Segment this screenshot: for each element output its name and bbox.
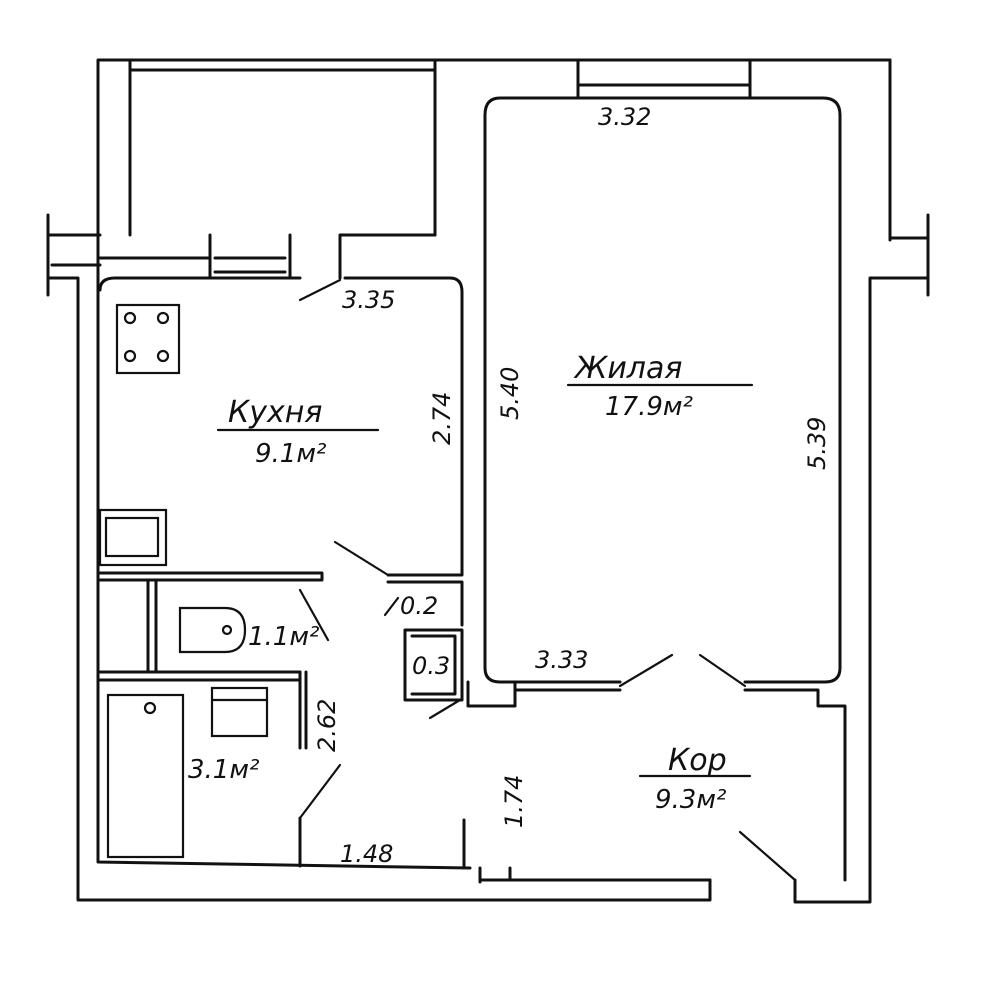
stove-icon [115,303,181,375]
balcony [96,58,892,237]
washbasin-icon [210,686,269,738]
dim-niche-b: 0.3 [412,652,450,680]
dim-niche-a: 0.2 [400,592,438,620]
dim-bath-height: 2.62 [313,699,341,752]
living-room-outline [466,96,847,882]
dim-living-bottom: 3.33 [535,646,588,674]
sink-icon [98,508,168,567]
dim-living-top: 3.32 [598,103,651,131]
outer-walls [46,58,930,904]
corridor-area: 9.3м² [655,785,726,815]
bath-area: 3.1м² [188,755,259,785]
dim-living-left: 5.40 [496,367,524,420]
dim-living-right: 5.39 [803,417,831,470]
kitchen-outline [98,276,464,627]
dim-hall-height: 1.74 [500,775,528,828]
toilet-icon [178,606,247,654]
dim-kitchen-width: 3.35 [342,286,395,314]
kitchen-name: Кухня [228,395,322,430]
living-name: Жилая [573,351,682,386]
corridor-name: Кор [668,743,727,778]
bathtub-icon [106,693,185,859]
dim-kitchen-depth: 2.74 [428,392,456,445]
living-area: 17.9м² [605,392,693,422]
wc-area: 1.1м² [248,622,319,652]
dim-hall-width: 1.48 [340,840,393,868]
kitchen-area: 9.1м² [255,439,326,469]
niche [383,596,464,720]
bathroom-walls [98,571,466,868]
